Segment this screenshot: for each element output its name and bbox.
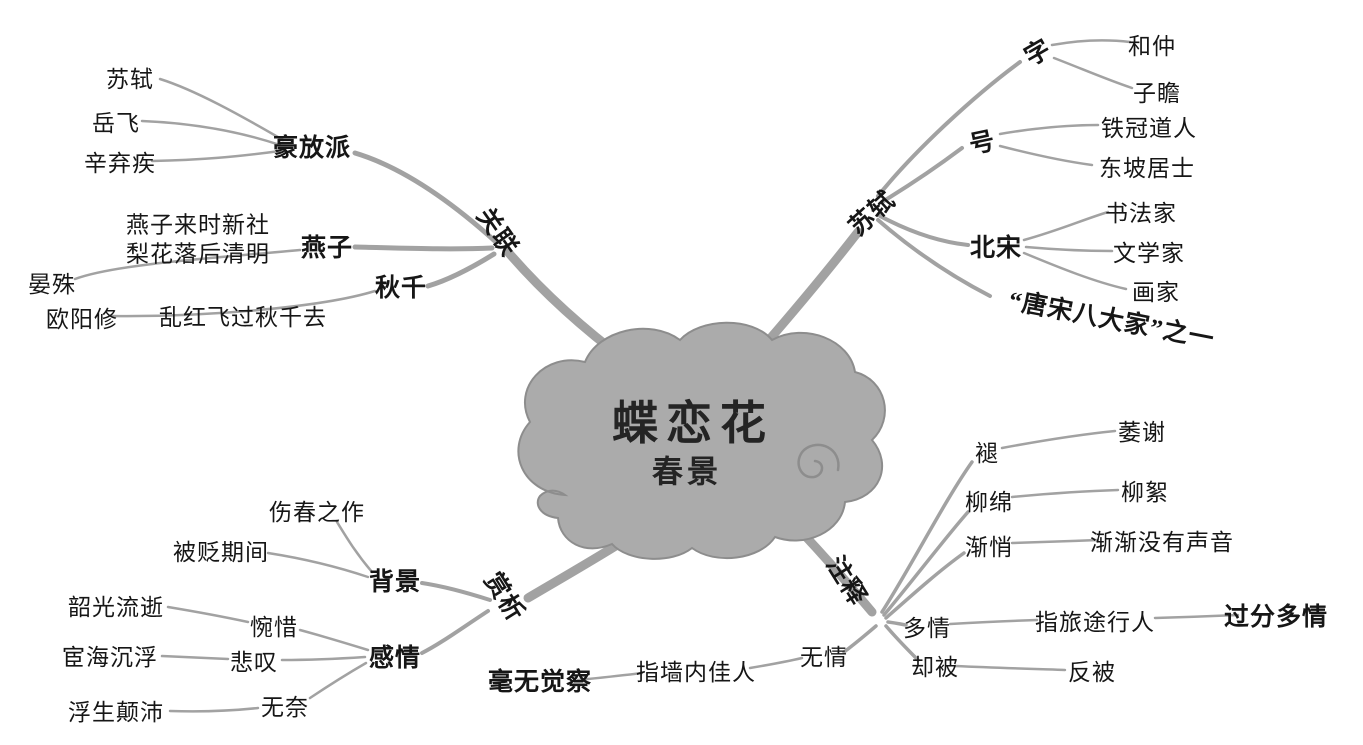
node-lvtu-xingren: 指旅途行人 (1035, 610, 1155, 635)
node-tui: 褪 (975, 441, 999, 466)
node-guofen-duoqing: 过分多情 (1223, 604, 1329, 631)
yanzi-quote-line2: 梨花落后清明 (126, 241, 270, 266)
node-fusheng-dianpei: 浮生颠沛 (68, 700, 164, 725)
node-ouyangxiu: 欧阳修 (46, 307, 118, 332)
node-beijing: 背景 (368, 569, 422, 596)
node-wuqing: 无情 (800, 645, 848, 670)
node-yanzi-quote: 燕子来时新社 梨花落后清明 (126, 211, 270, 269)
node-huanhai-chenfu: 宦海沉浮 (62, 645, 158, 670)
node-shaoguang-liushi: 韶光流逝 (68, 595, 164, 620)
node-shangchun-zhizuo: 伤春之作 (269, 500, 365, 525)
node-tieguandaoren: 铁冠道人 (1101, 116, 1197, 141)
node-jianjian-meiyou-shengyin: 渐渐没有声音 (1090, 530, 1234, 555)
node-qiangnei-jiaren: 指墙内佳人 (636, 660, 756, 685)
node-haofangpai: 豪放派 (272, 135, 352, 162)
center-subtitle: 春景 (652, 454, 722, 490)
node-yuefei: 岳飞 (92, 111, 140, 136)
node-quebei: 却被 (911, 655, 959, 680)
node-wenxuejia: 文学家 (1113, 241, 1185, 266)
node-yanzi: 燕子 (300, 235, 354, 262)
yanzi-quote-line1: 燕子来时新社 (126, 212, 270, 238)
node-liumian: 柳绵 (965, 490, 1013, 515)
node-wunai: 无奈 (261, 695, 309, 720)
center-title: 蝶恋花 (612, 398, 774, 449)
node-wanxi: 惋惜 (250, 615, 298, 640)
cloud-shape (517, 321, 886, 560)
node-fanbei: 反被 (1068, 660, 1116, 685)
node-weixie: 萎谢 (1118, 420, 1166, 445)
node-haofang-sushi: 苏轼 (106, 67, 154, 92)
node-beibian-qijian: 被贬期间 (173, 540, 269, 565)
node-haowu-juecha: 毫无觉察 (487, 669, 593, 696)
node-xinqiji: 辛弃疾 (84, 151, 156, 176)
edges-sushi (757, 39, 1134, 353)
node-huajia: 画家 (1132, 280, 1180, 305)
node-yanshu: 晏殊 (28, 272, 76, 297)
edges-shangxi (160, 520, 627, 713)
node-beitan: 悲叹 (230, 650, 278, 675)
node-dongpojushi: 东坡居士 (1099, 156, 1195, 181)
cloud-swirl-icon (797, 443, 840, 479)
node-jianqiao: 渐悄 (965, 535, 1013, 560)
node-hezhong: 和仲 (1128, 34, 1176, 59)
center-cloud (517, 321, 886, 560)
node-qiuqian-quote: 乱红飞过秋千去 (159, 305, 327, 330)
node-qiuqian: 秋千 (374, 275, 428, 302)
node-shufajia: 书法家 (1105, 201, 1177, 226)
node-ganqing: 感情 (368, 645, 422, 672)
node-duoqing: 多情 (903, 616, 951, 641)
node-beisong: 北宋 (969, 235, 1023, 262)
node-zizhan: 子瞻 (1133, 81, 1181, 106)
edges-assoc (73, 77, 633, 367)
node-liuxu: 柳絮 (1121, 480, 1169, 505)
